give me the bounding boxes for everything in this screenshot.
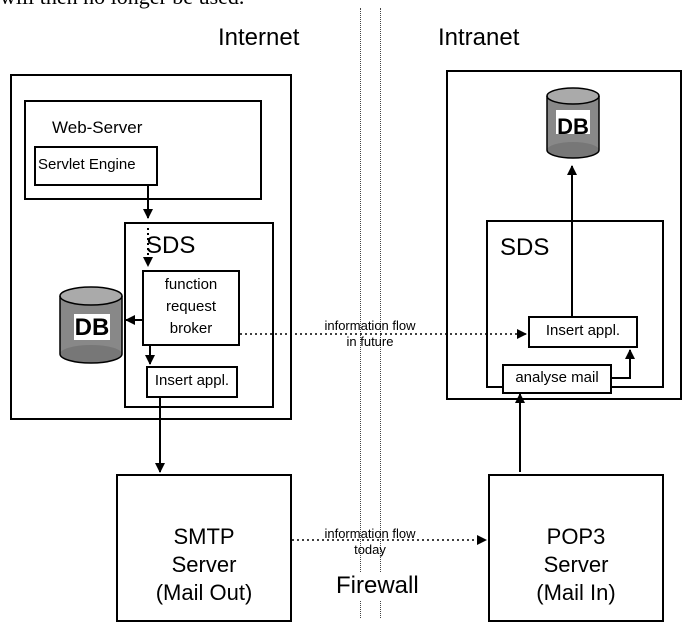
frb-line1: function xyxy=(164,276,218,293)
servlet-engine-label: Servlet Engine xyxy=(38,156,136,173)
frb-line2: request xyxy=(165,298,217,315)
db-right-label: DB xyxy=(557,114,589,139)
insert-appl-left-label: Insert appl. xyxy=(154,372,230,389)
intro-text: will then no longer be used. xyxy=(0,0,244,10)
sds-right-label: SDS xyxy=(500,234,550,261)
today-flow-label-1: information flow xyxy=(324,526,416,541)
smtp-line2: Server xyxy=(171,552,237,577)
future-flow-label-2: in future xyxy=(346,334,394,349)
pop3-server-box xyxy=(488,474,664,622)
analyse-to-insert-line xyxy=(612,349,635,379)
pop3-line1: POP3 xyxy=(546,524,606,549)
db-right-icon xyxy=(546,87,600,159)
db-left-icon xyxy=(59,286,123,364)
smtp-server-box xyxy=(116,474,292,622)
function-request-broker-box xyxy=(142,270,240,346)
insert-appl-right-label: Insert appl. xyxy=(545,322,621,339)
sds-left-label: SDS xyxy=(146,232,196,259)
future-flow-label-1: information flow xyxy=(324,318,416,333)
smtp-line3: (Mail Out) xyxy=(155,580,253,605)
pop3-line3: (Mail In) xyxy=(536,580,616,605)
frb-line3: broker xyxy=(169,320,213,337)
smtp-line1: SMTP xyxy=(173,524,235,549)
today-flow-label-2: today xyxy=(354,542,386,557)
analyse-mail-label: analyse mail xyxy=(515,369,599,386)
db-left-label: DB xyxy=(74,314,110,341)
internet-label: Internet xyxy=(218,24,300,51)
intranet-label: Intranet xyxy=(438,24,520,51)
firewall-strip xyxy=(360,8,381,618)
firewall-label: Firewall xyxy=(334,572,421,600)
servlet-engine-box xyxy=(34,146,158,186)
web-server-label: Web-Server xyxy=(52,118,143,137)
insert-appl-right-box xyxy=(528,316,638,348)
insert-appl-left-box xyxy=(146,366,238,398)
pop3-line2: Server xyxy=(543,552,609,577)
analyse-mail-box xyxy=(502,364,612,394)
